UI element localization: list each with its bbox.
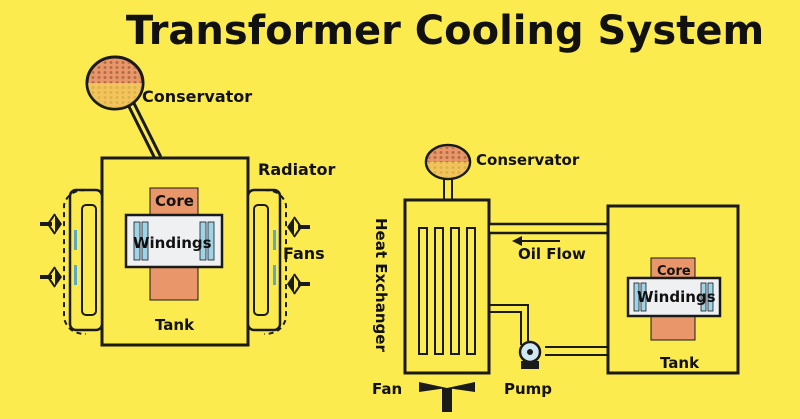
left-radiator-right: [246, 188, 287, 335]
left-diagram: Conservator Tank Radiator: [40, 55, 335, 347]
page-title: Transformer Cooling System: [125, 8, 765, 54]
right-conservator: [424, 143, 472, 201]
left-core-label: Core: [155, 192, 194, 210]
return-pipe: [489, 304, 608, 356]
fan-label: Fan: [372, 380, 402, 398]
right-conservator-label: Conservator: [476, 151, 580, 169]
left-conservator-label: Conservator: [142, 87, 252, 106]
right-diagram: Conservator Heat Exchanger Oil Flow: [372, 143, 740, 412]
heat-exchanger-tubes: [418, 227, 476, 355]
right-fan-2-icon: [287, 273, 310, 295]
left-fans-label: Fans: [283, 244, 325, 263]
heat-exchanger: [403, 198, 491, 375]
pump-label: Pump: [504, 380, 552, 398]
oil-flow-arrow-icon: [512, 236, 560, 246]
left-conservator: [85, 55, 163, 161]
left-windings-label: Windings: [133, 234, 212, 252]
heat-exchanger-label: Heat Exchanger: [372, 218, 390, 352]
left-tank-label: Tank: [155, 316, 195, 334]
left-radiator-label: Radiator: [258, 160, 335, 179]
left-fan-2-icon: [40, 266, 62, 288]
left-fan-1-icon: [40, 213, 62, 235]
pump-icon: [518, 340, 542, 369]
oil-flow-label: Oil Flow: [518, 245, 586, 263]
left-radiator-left: [63, 188, 104, 335]
fan-icon: [419, 382, 475, 412]
right-windings-label: Windings: [637, 288, 716, 306]
right-core-label: Core: [657, 264, 691, 279]
oil-flow-pipe: [489, 222, 608, 235]
right-fan-1-icon: [287, 216, 310, 238]
right-tank-label: Tank: [660, 354, 700, 372]
